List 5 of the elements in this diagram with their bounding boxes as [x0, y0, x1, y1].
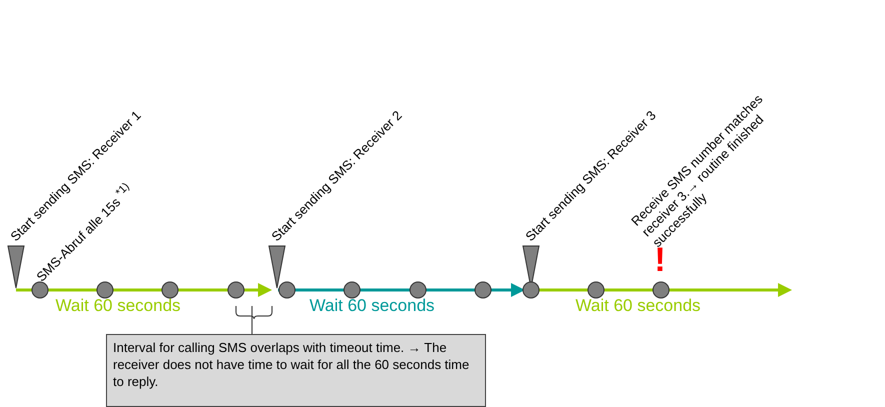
duration-label: Wait 60 seconds: [309, 296, 435, 316]
duration-label: Wait 60 seconds: [55, 296, 181, 316]
duration-label: Wait 60 seconds: [575, 296, 701, 316]
interval-bracket: [236, 306, 272, 320]
note-box: Interval for calling SMS overlaps with timeout time. → The receiver does not have time to wait for all the 60 seconds time to reply.: [106, 334, 486, 407]
